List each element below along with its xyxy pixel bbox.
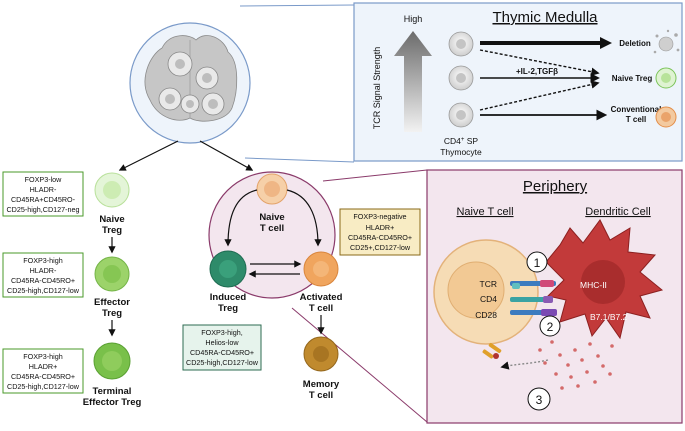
svg-text:CD45RA-CD45RO+: CD45RA-CD45RO+ [190,348,254,357]
treg-dotted-arrow [479,49,600,76]
svg-text:CD45RA-CD45RO+: CD45RA-CD45RO+ [348,233,412,242]
conventional-t-lineage: Naive T cell Induced Treg Activated T ce… [182,169,428,423]
zoom-line [291,307,428,423]
step-2-marker [539,315,561,337]
svg-text:CD45RA-CD45RO+: CD45RA-CD45RO+ [11,276,75,285]
cytokine-label: +IL-2,TGFβ [516,67,558,76]
memory-t-label: Memory [303,379,340,390]
svg-text:3: 3 [536,393,543,407]
svg-text:FOXP3-high,: FOXP3-high, [201,328,243,337]
svg-text:CD45RA+CD45RO-: CD45RA+CD45RO- [11,195,76,204]
conventional-label-2: T cell [626,115,646,124]
thymocyte-label-2: Thymocyte [440,147,482,157]
thymus-to-naive-arrow [199,140,254,171]
memory-t-label-2: T cell [309,390,333,401]
thymus-illustration [129,22,251,144]
naive-t-subtitle: Naive T cell [456,206,513,218]
thymus-to-treg-arrow [118,140,179,171]
svg-text:CD25-high,CD127-neg: CD25-high,CD127-neg [6,205,79,214]
naive-treg-label-2: Treg [102,225,122,236]
deleted-cell-icon [653,29,680,54]
svg-text:CD25-high,CD127-low: CD25-high,CD127-low [7,382,80,391]
deletion-label: Deletion [619,39,651,48]
treg-dotted-arrow-2 [479,80,600,111]
high-label: High [404,14,423,24]
cd28-label: CD28 [475,310,497,320]
b7-label: B7.1/B7.2 [590,312,628,322]
treg-lineage: Naive Treg Effector Treg Terminal Effect… [2,171,142,408]
thymic-title: Thymic Medulla [492,9,598,26]
effector-treg-label-2: Treg [102,308,122,319]
svg-text:CD25-high,CD127-low: CD25-high,CD127-low [186,358,259,367]
dendritic-subtitle: Dendritic Cell [585,206,650,218]
terminal-treg-label: Terminal [93,386,132,397]
zoom-line [244,157,355,163]
naive-t-label-2: T cell [260,223,284,234]
svg-text:FOXP3-negative: FOXP3-negative [353,212,406,221]
terminal-treg-label-2: Effector Treg [83,397,142,408]
naive-to-activated-arrow [286,189,322,247]
periphery-panel: Periphery Naive T cell Dendritic Cell TC… [426,169,683,424]
step-3-marker [527,387,551,411]
svg-text:CD25-high,CD127-low: CD25-high,CD127-low [7,286,80,295]
svg-text:HLADR+: HLADR+ [29,362,58,371]
activated-marker-box: FOXP3-negative HLADR+ CD45RA-CD45RO+ CD2… [339,208,421,256]
naive-treg-marker-box: FOXP3-low HLADR- CD45RA+CD45RO- CD25-hig… [2,171,84,217]
svg-text:HLADR-: HLADR- [30,266,57,275]
induced-treg-marker-box: FOXP3-high, Helios-low CD45RA-CD45RO+ CD… [182,324,262,371]
tcr-label: TCR [480,279,497,289]
induced-treg-label-2: Treg [218,303,238,314]
effector-treg-label: Effector [94,297,130,308]
activated-t-label: Activated [300,292,343,303]
mhc-label: MHC-II [580,280,607,290]
receptor-complex [510,280,557,316]
naive-t-label: Naive [259,212,284,223]
svg-text:1: 1 [534,256,541,270]
cd4-label: CD4 [480,294,497,304]
svg-text:FOXP3-low: FOXP3-low [25,175,63,184]
terminal-treg-marker-box: FOXP3-high HLADR+ CD45RA-CD45RO+ CD25-hi… [2,348,84,394]
svg-text:FOXP3-high: FOXP3-high [23,352,63,361]
svg-text:HLADR-: HLADR- [30,185,57,194]
cytokine-arrow [500,359,549,370]
cytokine-dots [538,340,614,390]
step-1-marker [526,251,548,273]
naive-treg-label: Naive [99,214,124,225]
conventional-label: Conventional [611,105,662,114]
induced-treg-label: Induced [210,292,247,303]
naive-treg-outcome-label: Naive Treg [612,74,653,83]
svg-text:FOXP3-high: FOXP3-high [23,256,63,265]
zoom-line [239,4,355,7]
tcr-axis-label: TCR Signal Strength [372,47,382,130]
cytokine-receptor-icon [482,342,502,359]
svg-text:CD25+,CD127-low: CD25+,CD127-low [350,243,411,252]
periphery-title: Periphery [523,178,588,195]
zoom-line [322,169,428,182]
thymocyte-label: CD4+ SP [444,136,479,146]
svg-text:2: 2 [547,320,554,334]
svg-text:Helios-low: Helios-low [205,338,239,347]
activated-t-label-2: T cell [309,303,333,314]
signal-strength-arrow [394,31,432,132]
deletion-arrow [480,37,612,49]
svg-text:HLADR+: HLADR+ [366,223,395,232]
svg-text:CD45RA-CD45RO+: CD45RA-CD45RO+ [11,372,75,381]
thymic-medulla-panel: Thymic Medulla High TCR Signal Strength … [353,2,683,162]
naive-to-induced-arrow [224,189,258,247]
effector-treg-marker-box: FOXP3-high HLADR- CD45RA-CD45RO+ CD25-hi… [2,252,84,298]
